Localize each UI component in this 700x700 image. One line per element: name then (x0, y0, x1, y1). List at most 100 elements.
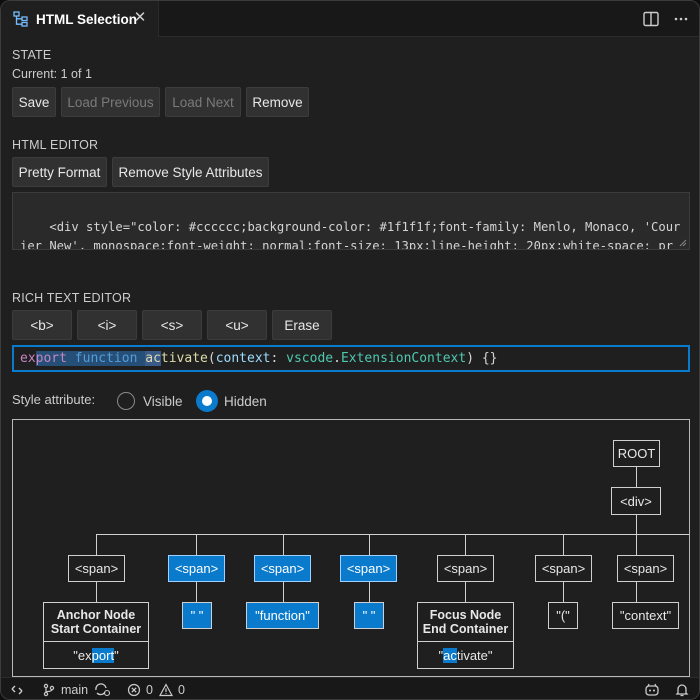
text-fragment: "ex (73, 647, 92, 663)
tree-connector (96, 534, 689, 535)
tab-bar: HTML Selection ✕ (1, 1, 699, 37)
tree-connector (283, 582, 284, 602)
rich-text-input[interactable]: export function activate(context: vscode… (12, 345, 690, 372)
tab-title: HTML Selection (36, 11, 138, 27)
radio-hidden-label: Hidden (224, 394, 267, 409)
html-editor-textarea[interactable]: <div style="color: #cccccc;background-co… (12, 192, 690, 250)
text-fragment-highlight: ac (443, 647, 457, 663)
text-node-selected[interactable]: " " (182, 602, 212, 629)
code-token-selected (66, 351, 75, 366)
focus-node-subtitle: End Container (422, 622, 509, 636)
tree-connector (563, 582, 564, 602)
problems-indicator[interactable]: 0 0 (127, 683, 185, 697)
tree-node-span[interactable]: <span> (535, 555, 592, 582)
split-editor-icon[interactable] (642, 10, 660, 28)
italic-button[interactable]: <i> (77, 310, 137, 340)
tree-connector (369, 534, 370, 555)
code-token: ExtensionContext (340, 351, 467, 366)
text-node[interactable]: "(" (548, 602, 578, 629)
state-label: STATE (12, 48, 52, 62)
git-branch-icon (43, 683, 55, 697)
error-icon (127, 683, 141, 697)
tree-connector (465, 534, 466, 555)
anchor-node-subtitle: Start Container (50, 622, 142, 636)
tree-node-span-selected[interactable]: <span> (254, 555, 311, 582)
tree-node-root[interactable]: ROOT (613, 440, 660, 467)
text-fragment: " (438, 647, 444, 663)
resize-grip-icon[interactable] (679, 239, 687, 247)
radio-dot (202, 396, 212, 406)
copilot-icon[interactable] (644, 682, 660, 698)
tree-connector (369, 582, 370, 602)
sync-icon[interactable] (93, 683, 111, 697)
tree-node-span[interactable]: <span> (68, 555, 125, 582)
tree-connector (196, 582, 197, 602)
warning-icon (158, 683, 173, 697)
close-icon[interactable]: ✕ (133, 9, 147, 26)
focus-node-header[interactable]: Focus Node End Container (417, 602, 514, 642)
tree-connector (96, 582, 97, 602)
tree-node-span[interactable]: <span> (617, 555, 674, 582)
tab-html-selection[interactable]: HTML Selection ✕ (1, 1, 159, 37)
radio-visible-label: Visible (143, 394, 183, 409)
code-token: tivate (160, 351, 208, 366)
save-button[interactable]: Save (12, 87, 56, 117)
tree-connector (563, 534, 564, 555)
load-next-button[interactable]: Load Next (165, 87, 241, 117)
warning-count: 0 (177, 683, 185, 697)
anchor-node-title: Anchor Node (56, 608, 136, 622)
radio-visible[interactable] (117, 392, 135, 410)
code-token: vscode (286, 351, 334, 366)
code-token-selected: ac (145, 351, 161, 366)
branch-name: main (61, 683, 89, 697)
tree-connector (636, 466, 637, 487)
code-token: ) {} (466, 351, 498, 366)
pretty-format-button[interactable]: Pretty Format (12, 157, 107, 187)
state-current: Current: 1 of 1 (12, 67, 92, 81)
code-token-selected: port (35, 351, 67, 366)
error-count: 0 (146, 683, 153, 697)
underline-button[interactable]: <u> (207, 310, 267, 340)
text-node-selected[interactable]: " " (354, 602, 384, 629)
text-fragment: tivate" (456, 647, 493, 663)
tree-connector (96, 534, 97, 555)
tree-node-div[interactable]: <div> (611, 487, 661, 515)
tree-node-span-selected[interactable]: <span> (340, 555, 397, 582)
code-token-selected: function (74, 351, 138, 366)
load-previous-button[interactable]: Load Previous (61, 87, 160, 117)
strike-button[interactable]: <s> (142, 310, 202, 340)
text-node-selected[interactable]: "function" (246, 602, 319, 629)
remove-button[interactable]: Remove (246, 87, 309, 117)
dom-tree-panel: ROOT <div> <span> <span> <span> <span> <… (12, 419, 690, 677)
code-token: . (333, 351, 341, 366)
notifications-bell-icon[interactable] (674, 682, 690, 698)
focus-node-title: Focus Node (429, 608, 502, 622)
tree-connector (636, 582, 637, 602)
bold-button[interactable]: <b> (12, 310, 72, 340)
tree-connector (283, 534, 284, 555)
code-token: ( (207, 351, 216, 366)
tree-connector (196, 534, 197, 555)
code-token: context (215, 351, 271, 366)
tree-connector (636, 515, 637, 534)
html-editor-label: HTML EDITOR (12, 138, 99, 152)
erase-button[interactable]: Erase (272, 310, 332, 340)
code-token-selected (137, 351, 146, 366)
tree-node-span-selected[interactable]: <span> (168, 555, 225, 582)
more-actions-icon[interactable] (672, 10, 690, 28)
tree-node-span[interactable]: <span> (437, 555, 494, 582)
status-bar: main 0 0 (1, 677, 699, 699)
text-node[interactable]: "context" (612, 602, 679, 629)
tree-structure-icon (13, 11, 28, 27)
radio-hidden[interactable] (196, 390, 218, 412)
tree-connector (465, 582, 466, 602)
remove-style-attributes-button[interactable]: Remove Style Attributes (112, 157, 269, 187)
code-token: : (270, 351, 287, 366)
text-fragment: " (114, 647, 119, 663)
anchor-node-header[interactable]: Anchor Node Start Container (43, 602, 149, 642)
branch-indicator[interactable]: main (42, 683, 116, 697)
remote-icon[interactable] (10, 683, 24, 697)
